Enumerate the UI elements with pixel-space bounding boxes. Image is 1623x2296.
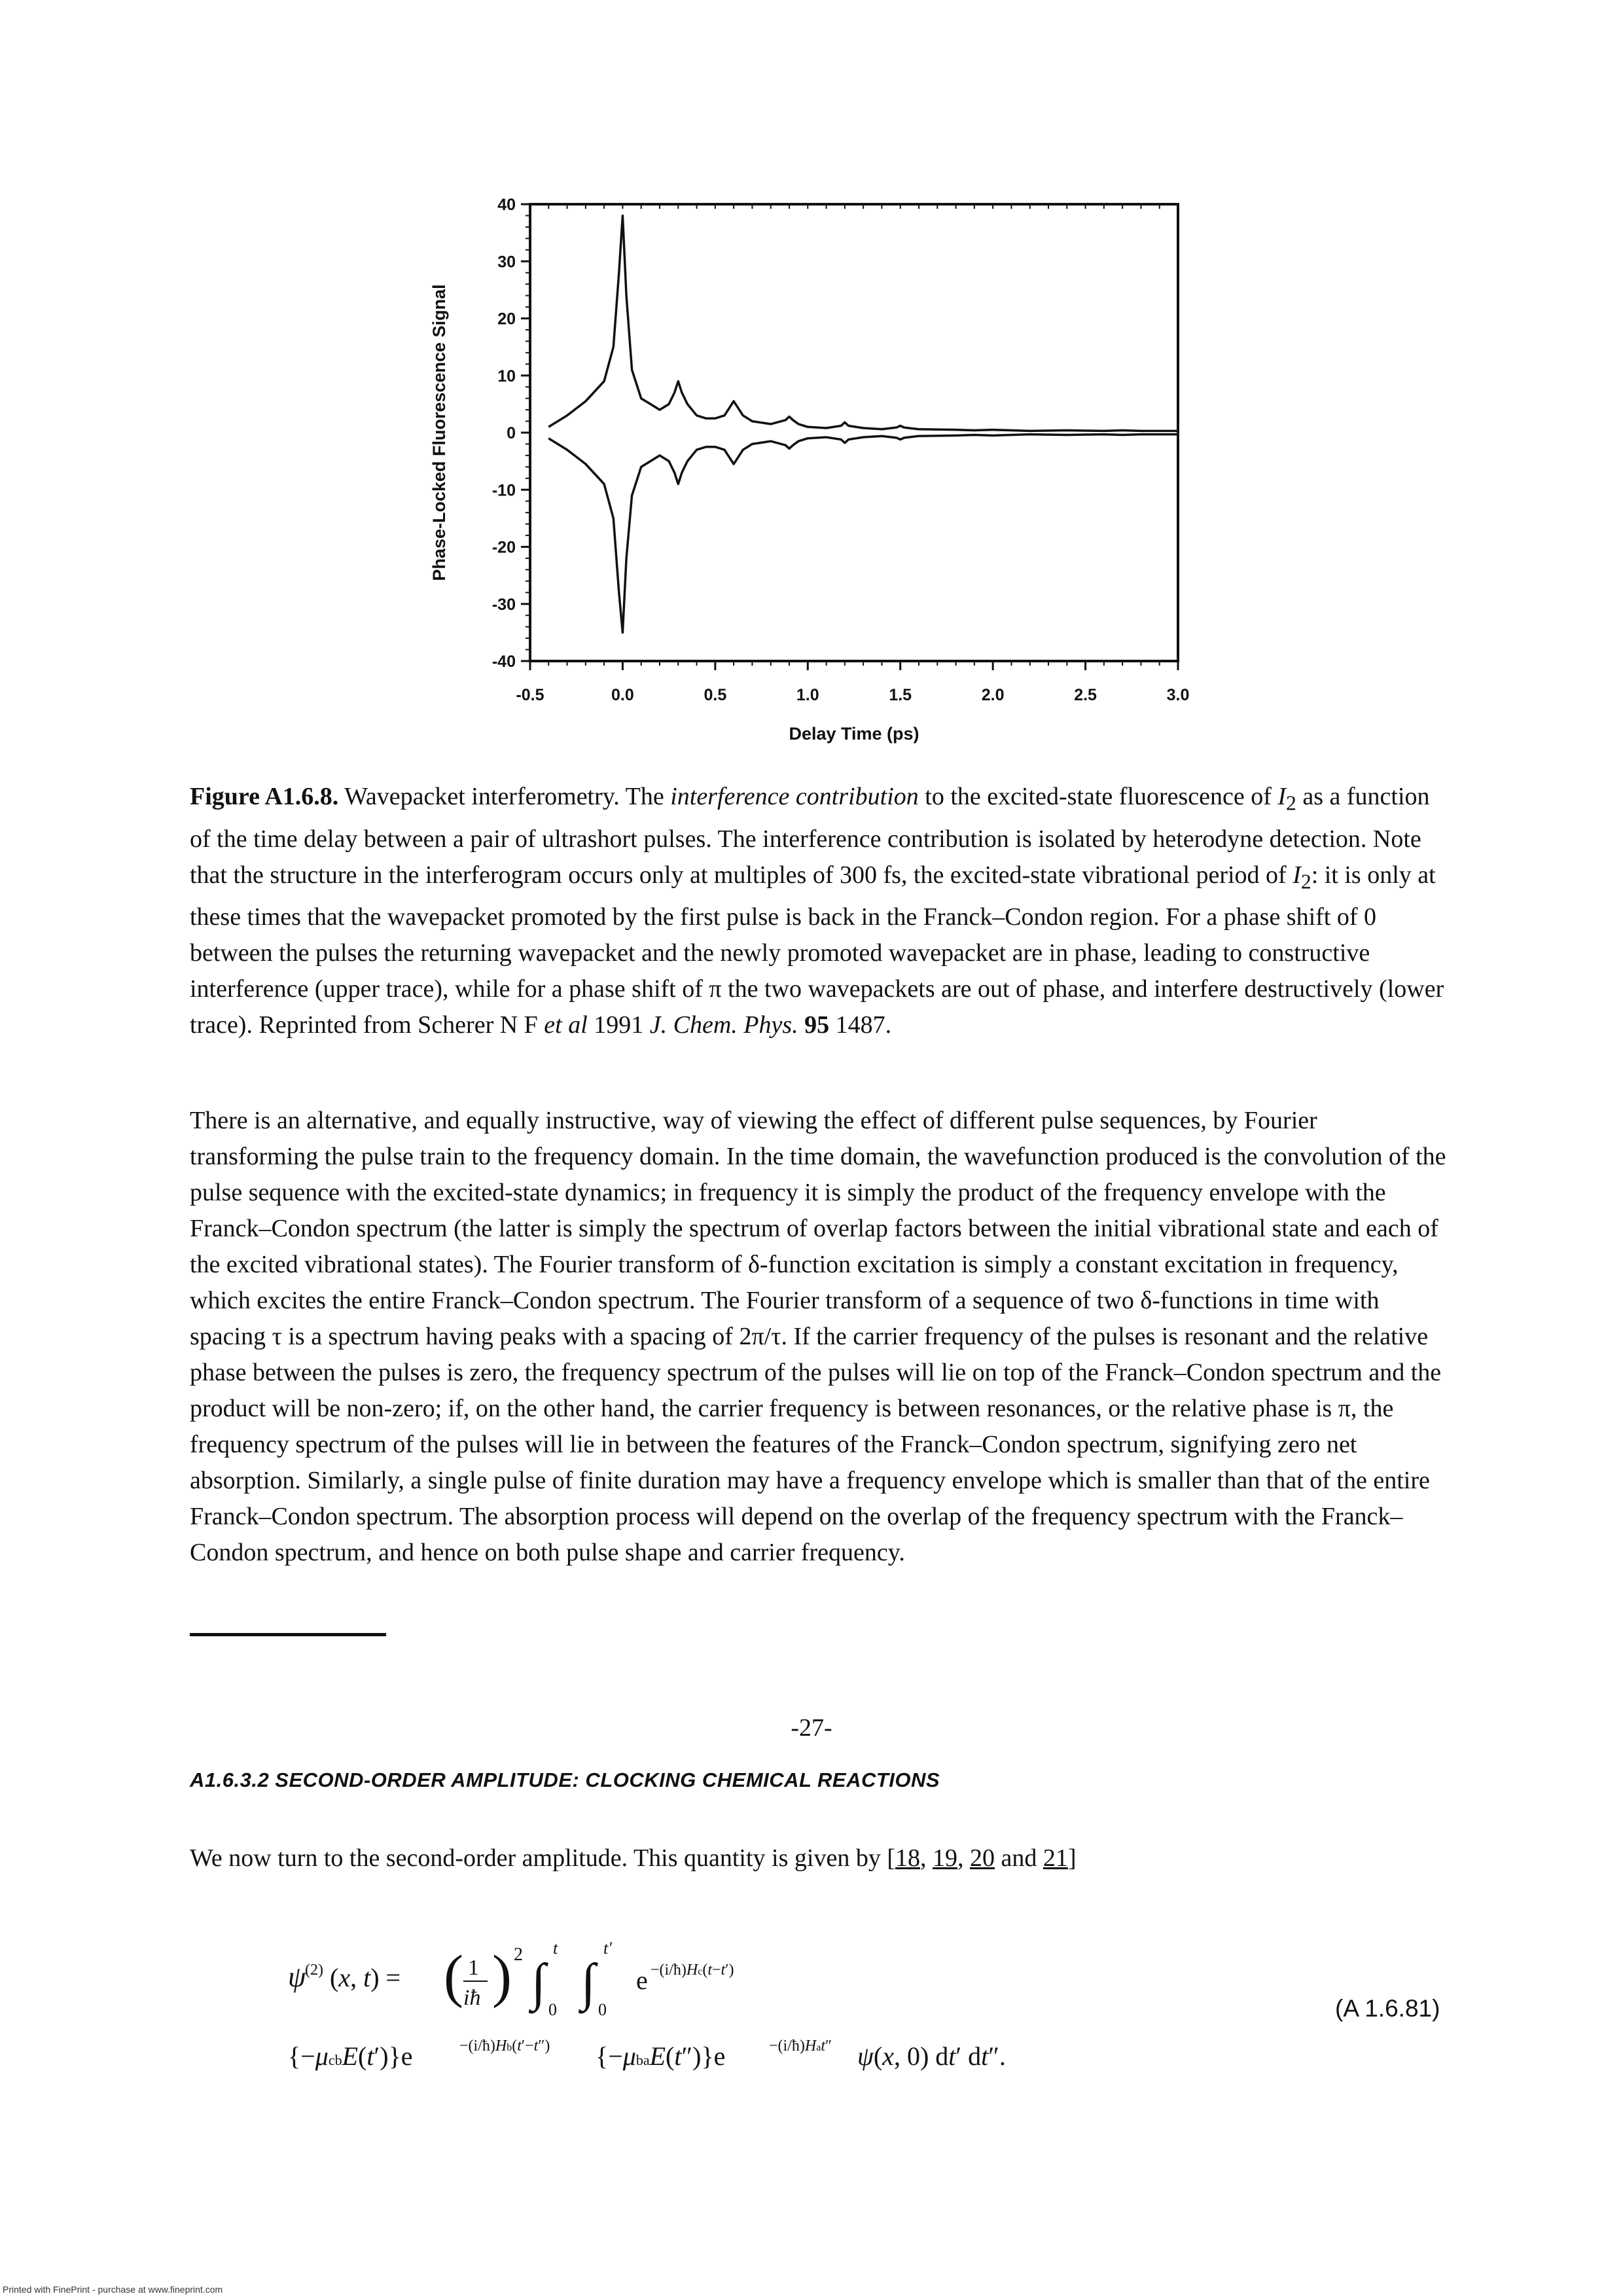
interferogram-chart: 40 30 20 10 0 -10 -20 -30 -40-0.5 0.0 0.5 1.0 1.5 2.0… [429,196,1189,744]
figure-caption: Figure A1.6.8. Wavepacket interferometry… [190,779,1446,1043]
caption-label: Figure A1.6.8. [190,783,339,810]
upper-trace [548,214,1178,433]
x-tick-label: 2.0 [982,686,1005,704]
svg-text:0: 0 [548,2000,557,2019]
equation-a1-6-81: ψ (2) (x, t) = ( 1 iħ ) 2 ∫ t 0 ∫ t′ 0 e… [288,1934,1466,2085]
svg-text:(2): (2) [305,1962,323,1979]
x-tick-label: -0.5 [516,686,544,704]
separator: , [957,1844,970,1872]
y-tick-label: 0 [507,424,516,442]
svg-text:0: 0 [598,2000,607,2019]
svg-text:t′: t′ [603,1939,612,1958]
chart-labels: 40 30 20 10 0 -10 -20 -30 -40-0.5 0.0 0.5 1.0 1.5 2.0… [429,196,1189,744]
svg-text:e: e [636,1965,648,1995]
caption-symbol: I [1293,861,1301,889]
svg-text:iħ: iħ [463,1986,480,2010]
second-order-intro: We now turn to the second-order amplitud… [190,1840,1446,1876]
svg-text:{−μcbE(t′)}e: {−μcbE(t′)}e [288,2041,413,2071]
reference-link-19[interactable]: 19 [932,1844,957,1872]
caption-text: : it is only at these times that the wav… [190,861,1444,1039]
y-tick-label: -30 [492,596,516,614]
chart-series [548,214,1179,634]
svg-text:{−μbaE(t″)}e: {−μbaE(t″)}e [596,2041,725,2071]
svg-text:ψ: ψ [288,1961,306,1993]
x-tick-label: 3.0 [1167,686,1190,704]
caption-journal: J. Chem. Phys. [649,1011,798,1039]
y-axis-title: Phase-Locked Fluorescence Signal [429,284,449,581]
y-tick-label: -20 [492,539,516,557]
caption-text: 1991 [587,1011,650,1039]
x-tick-label: 1.5 [889,686,912,704]
figure-a1-6-8: 40 30 20 10 0 -10 -20 -30 -40-0.5 0.0 0.5 1.0 1.5 2.0… [419,190,1204,753]
x-tick-label: 2.5 [1074,686,1097,704]
caption-text: as a function of the time delay between … [190,783,1430,889]
page-number: -27- [791,1714,832,1742]
y-tick-label: 20 [497,310,516,329]
svg-text:t: t [553,1939,558,1958]
plot-frame [529,203,1179,662]
svg-text:ψ(x, 0) dt′ dt″.: ψ(x, 0) dt′ dt″. [857,2041,1006,2071]
svg-text:(x, t) =: (x, t) = [330,1963,401,1992]
y-tick-label: 40 [497,196,516,214]
equation-number: (A 1.6.81) [1335,1995,1440,2022]
y-tick-label: 10 [497,367,516,386]
x-axis-title: Delay Time (ps) [789,724,919,744]
svg-text:2: 2 [514,1945,523,1965]
body-paragraph: There is an alternative, and equally ins… [190,1107,1446,1566]
caption-symbol: I [1277,783,1287,810]
svg-text:1: 1 [468,1956,479,1980]
intro-text: We now turn to the second-order amplitud… [190,1844,895,1872]
caption-text: Wavepacket interferometry. The [338,783,671,810]
separator: and [994,1844,1043,1872]
x-tick-label: 0.0 [611,686,634,704]
svg-text:∫: ∫ [578,1954,599,2014]
caption-italic: interference contribution [670,783,919,810]
footnote-divider [190,1633,386,1636]
caption-text: to the excited-state fluorescence of [918,783,1278,810]
caption-subscript: 2 [1286,791,1296,815]
equation-graphic: ψ (2) (x, t) = ( 1 iħ ) 2 ∫ t 0 ∫ t′ 0 e… [288,1939,1006,2071]
svg-text:−(i/ħ)Hat″: −(i/ħ)Hat″ [769,2037,832,2054]
svg-text:∫: ∫ [528,1954,549,2014]
chart-axes [521,203,1179,670]
reference-link-21[interactable]: 21 [1043,1844,1068,1872]
separator: , [919,1844,933,1872]
reference-link-18[interactable]: 18 [895,1844,920,1872]
svg-text:(: ( [444,1944,463,2009]
caption-text: 1487. [829,1011,892,1039]
section-heading: A1.6.3.2 SECOND-ORDER AMPLITUDE: CLOCKIN… [190,1768,940,1791]
y-tick-label: -10 [492,481,516,499]
caption-volume: 95 [798,1011,830,1039]
caption-subscript: 2 [1300,870,1311,893]
x-tick-label: 1.0 [796,686,819,704]
svg-text:−(i/ħ)Hc(t−t′): −(i/ħ)Hc(t−t′) [651,1962,734,1979]
x-tick-label: 0.5 [704,686,726,704]
y-tick-label: -40 [492,653,516,671]
lower-trace [548,433,1178,634]
y-tick-label: 30 [497,253,516,271]
svg-text:): ) [492,1944,512,2009]
svg-text:−(i/ħ)Hb(t′−t″): −(i/ħ)Hb(t′−t″) [459,2037,550,2054]
reference-link-20[interactable]: 20 [969,1844,995,1872]
separator: ] [1067,1844,1077,1872]
print-footer: Printed with FinePrint - purchase at www… [3,2284,223,2295]
caption-etal: et al [544,1011,588,1039]
